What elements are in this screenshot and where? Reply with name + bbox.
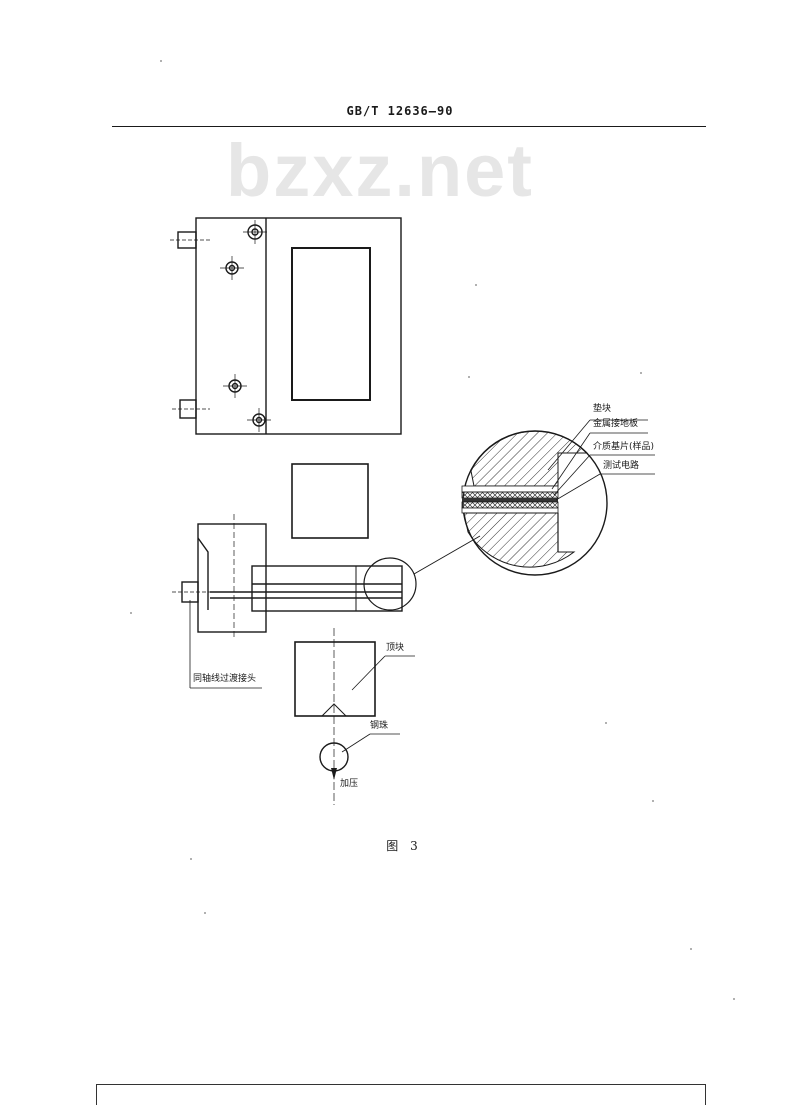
detail-substrate-lower (461, 501, 559, 509)
detail-substrate-upper (461, 491, 559, 499)
scan-speck (160, 60, 162, 62)
top-block-seat (321, 703, 347, 717)
connector-upper (170, 231, 210, 249)
pressure-assembly (294, 628, 415, 805)
detail-base-layer (463, 512, 576, 568)
label-pad-block: 垫块 (593, 404, 612, 414)
scan-speck (652, 800, 654, 802)
fixture-top-view (170, 217, 402, 435)
scan-speck (468, 376, 470, 378)
pressure-arrow (331, 768, 337, 780)
scan-speck (130, 612, 132, 614)
connector-lower (172, 399, 210, 419)
scan-speck (190, 858, 192, 860)
scan-speck (605, 722, 607, 724)
header-rule (112, 126, 706, 127)
scan-speck (690, 948, 692, 950)
side-plate (251, 565, 403, 612)
label-metal-ground-plate: 金属接地板 (593, 419, 639, 429)
detail-callout (363, 419, 655, 611)
detail-ground-lower (461, 507, 559, 514)
scan-speck (475, 284, 477, 286)
top-block-rect (294, 641, 376, 717)
fixture-side-view (172, 514, 403, 689)
side-bracket (197, 537, 209, 610)
detail-connector-line (413, 535, 481, 575)
fixture-body (195, 217, 402, 435)
window-rectangle (291, 247, 371, 401)
label-steel-ball: 钢珠 (370, 721, 389, 731)
label-test-circuit: 测试电路 (603, 461, 640, 471)
side-body (197, 523, 267, 633)
pad-block-square (291, 463, 369, 539)
screw-1 (243, 220, 267, 244)
detail-pad-layer (470, 430, 589, 487)
page-header: GB/T 12636—90 (346, 104, 454, 118)
figure-caption: 图 3 (386, 839, 422, 853)
watermark: bzxz.net (226, 129, 534, 212)
label-dielectric-substrate: 介质基片(样品) (593, 442, 655, 452)
detail-circuit-strip (462, 498, 558, 502)
screw-4 (247, 408, 271, 432)
scan-speck (733, 998, 735, 1000)
bottom-frame (96, 1084, 706, 1105)
detail-leaders (547, 419, 655, 501)
detail-small-circle (363, 557, 417, 611)
label-top-block: 顶块 (386, 643, 405, 653)
label-coax-adapter: 同轴线过渡接头 (193, 674, 257, 684)
screw-2 (220, 256, 244, 280)
scan-speck (204, 912, 206, 914)
scan-speck (640, 372, 642, 374)
label-pressure: 加压 (340, 779, 359, 789)
detail-ground-plate (461, 485, 559, 493)
screw-3 (223, 374, 247, 398)
